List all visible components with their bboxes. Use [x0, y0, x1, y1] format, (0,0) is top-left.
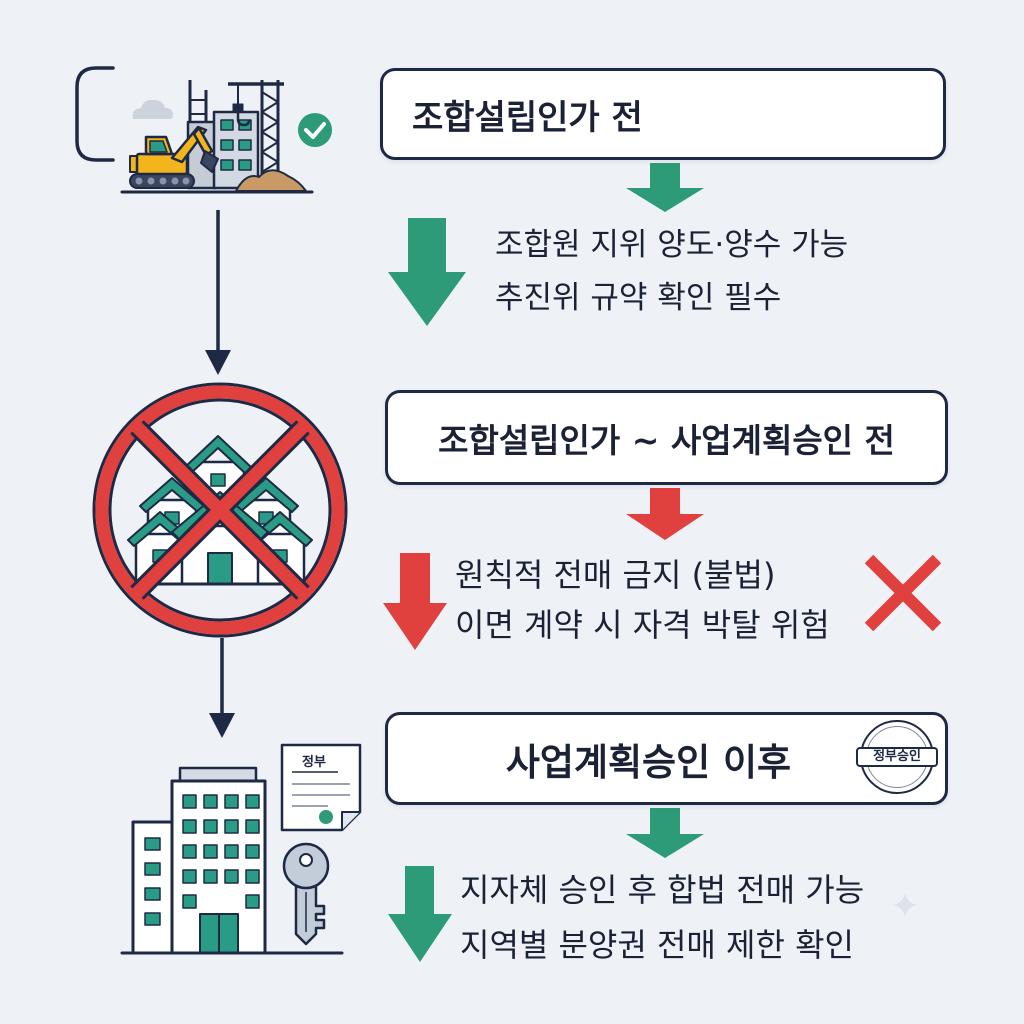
- check-circle-icon: [298, 113, 332, 147]
- stage1-title: 조합설립인가 전: [412, 97, 643, 138]
- document-icon: 정부: [280, 743, 362, 832]
- cloud-shape: [132, 99, 173, 119]
- sparkle-icon: [893, 893, 917, 917]
- x-mark-icon: [864, 554, 942, 632]
- stage3-line-2: 지역별 분양권 전매 제한 확인: [460, 926, 854, 964]
- stage1-box-down-arrow-icon: [626, 163, 704, 212]
- stage3-title: 사업계획승인 이후: [505, 740, 792, 784]
- approval-stamp-icon: 정부승인: [856, 720, 938, 794]
- stamp-text: 정부승인: [856, 747, 938, 767]
- stage3-title-box: 사업계획승인 이후 정부승인: [385, 712, 948, 805]
- stage2-down-arrow-icon: [383, 553, 447, 650]
- prohibition-stroke-2: [131, 421, 309, 599]
- building-windows: [220, 119, 252, 171]
- prohibited-houses-icon: [92, 382, 348, 638]
- stage2-title-box: 조합설립인가 ~ 사업계획승인 전: [385, 390, 948, 485]
- small-building-windows: [144, 837, 161, 926]
- down-arrow-icon: [205, 350, 231, 375]
- tower-windows: [182, 794, 260, 909]
- stage2-line-2: 이면 계약 시 자격 박탈 위험: [455, 606, 830, 644]
- crane: [228, 80, 284, 174]
- stage1-down-arrow-icon: [388, 218, 466, 326]
- stage1-line-2: 추진위 규약 확인 필수: [495, 280, 782, 316]
- flow-connector-2: [209, 638, 235, 738]
- dirt-pile: [235, 169, 307, 192]
- stage3-box-down-arrow-icon: [626, 808, 704, 858]
- stage2-line-1: 원칙적 전매 금지 (불법): [455, 556, 776, 594]
- scaffold: [188, 80, 208, 124]
- prohibition-ring-outline-inner: [108, 398, 332, 622]
- key-icon: [282, 842, 330, 946]
- office-building-icon: [120, 766, 344, 955]
- stage1-line-1: 조합원 지위 양도·양수 가능: [495, 227, 849, 263]
- stage3-line-1: 지자체 승인 후 합법 전매 가능: [460, 871, 865, 909]
- stage1-illustration-frame: [75, 66, 115, 162]
- stage3-down-arrow-icon: [388, 866, 452, 962]
- stage1-title-box: 조합설립인가 전: [380, 68, 946, 160]
- stage2-box-down-arrow-icon: [626, 488, 704, 540]
- prohibition-ring-outline-outer: [92, 382, 348, 638]
- stage2-title: 조합설립인가 ~ 사업계획승인 전: [438, 420, 895, 460]
- excavator: [129, 125, 219, 189]
- down-arrow-icon: [209, 713, 235, 738]
- construction-site-icon: [120, 80, 314, 194]
- document-label: 정부: [302, 754, 326, 770]
- prohibition-ring: [95, 385, 345, 635]
- seal-dot: [319, 810, 333, 824]
- flow-connector-1: [205, 210, 231, 375]
